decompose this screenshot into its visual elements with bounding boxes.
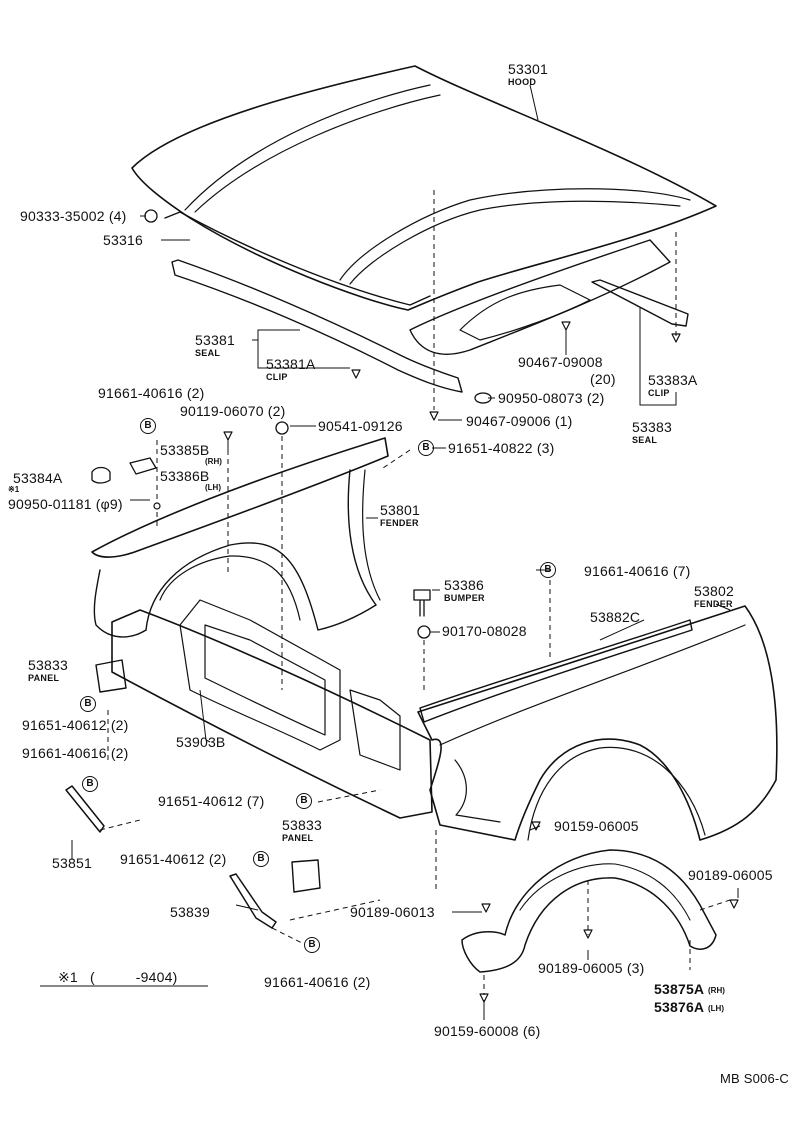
bracket-53839: [229, 873, 277, 929]
label-53384A: 53384A: [13, 470, 63, 486]
bolt-b-icon: B: [296, 793, 312, 809]
bracket-53385B: [129, 457, 157, 475]
label-91661-40616-c: 91661-40616 (2): [22, 745, 129, 761]
label-91651-40822: 91651-40822 (3): [448, 440, 555, 456]
bolt-b-icon: B: [82, 776, 98, 792]
label-53381: 53381: [195, 332, 235, 348]
label-90541-09126: 90541-09126: [318, 418, 403, 434]
label-fender-53802: FENDER: [694, 599, 733, 609]
bolt-b-icon: B: [418, 440, 434, 456]
label-seal-53381: SEAL: [195, 348, 221, 358]
bolt-b-icon: B: [140, 418, 156, 434]
seal-53381: [171, 259, 463, 393]
label-53875A: 53875A: [654, 981, 705, 997]
panel-53833-upper: [95, 659, 127, 693]
fender-53801-drawing: [91, 437, 389, 638]
bumper-53386: [413, 589, 431, 617]
bracket-53851: [65, 785, 105, 833]
strip-53882C: [419, 619, 693, 723]
label-53903B: 53903B: [176, 734, 226, 750]
panel-53833-lower: [291, 859, 321, 893]
label-bumper-53386: BUMPER: [444, 593, 485, 603]
label-53386B: 53386B: [160, 468, 210, 484]
label-53381A: 53381A: [266, 356, 316, 372]
label-53301: 53301: [508, 61, 548, 77]
label-panel-53833-b: PANEL: [282, 833, 314, 843]
label-53876A-lh: (LH): [708, 1004, 724, 1013]
label-90159-06005: 90159-06005: [554, 818, 639, 834]
label-53386B-lh: (LH): [205, 483, 221, 492]
label-53851: 53851: [52, 855, 92, 871]
seal-53383: [591, 279, 689, 327]
label-90950-08073: 90950-08073 (2): [498, 390, 605, 406]
label-53875A-rh: (RH): [708, 986, 725, 995]
hood-drawing: [131, 65, 717, 311]
label-90189-06005-b: 90189-06005 (3): [538, 960, 645, 976]
label-seal-53383: SEAL: [632, 435, 658, 445]
label-90467-09008: 90467-09008: [518, 354, 603, 370]
label-53383: 53383: [632, 419, 672, 435]
label-53383A: 53383A: [648, 372, 698, 388]
label-panel-53833-a: PANEL: [28, 673, 60, 683]
label-53833-b: 53833: [282, 817, 322, 833]
label-clip-53383A: CLIP: [648, 388, 670, 398]
label-91651-40612-a: 91651-40612 (2): [22, 717, 129, 733]
label-91661-40616-b: 91661-40616 (7): [584, 563, 691, 579]
label-clip-53381A: CLIP: [266, 372, 288, 382]
bolt-b-icon: B: [540, 562, 556, 578]
label-53316: 53316: [103, 232, 143, 248]
label-53385B-rh: (RH): [205, 457, 222, 466]
cushion-90333: [144, 209, 158, 223]
label-53839: 53839: [170, 904, 210, 920]
label-90119-06070: 90119-06070 (2): [180, 403, 286, 419]
radiator-support-drawing: [111, 599, 433, 819]
label-90189-06005-a: 90189-06005: [688, 867, 773, 883]
label-91651-40612-b: 91651-40612 (7): [158, 793, 265, 809]
bolt-b-icon: B: [304, 937, 320, 953]
label-90189-06013: 90189-06013: [350, 904, 435, 920]
pad-53384A: [91, 466, 111, 484]
fender-53802-drawing: [417, 605, 778, 841]
label-90159-60008: 90159-60008 (6): [434, 1023, 541, 1039]
label-90950-01181: 90950-01181 (φ9): [8, 496, 123, 512]
footnote-mark: ※1: [58, 969, 78, 985]
hood-inner-frame: [409, 239, 671, 355]
bolt-b-icon: B: [253, 851, 269, 867]
fender-liner-drawing: [461, 849, 717, 973]
bolt-b-icon: B: [80, 696, 96, 712]
label-90333-35002: 90333-35002 (4): [20, 208, 127, 224]
label-91661-40616-d: 91661-40616 (2): [264, 974, 371, 990]
label-91651-40612-c: 91651-40612 (2): [120, 851, 227, 867]
label-fender-53801: FENDER: [380, 518, 419, 528]
dashed-lines: [99, 190, 731, 995]
label-53385B: 53385B: [160, 442, 210, 458]
label-53882C: 53882C: [590, 609, 641, 625]
label-90467-09008-qty: (20): [590, 371, 616, 387]
footnote-range: ( -9404): [90, 969, 178, 985]
label-91661-40616-a: 91661-40616 (2): [98, 385, 205, 401]
label-90467-09006: 90467-09006 (1): [466, 413, 573, 429]
diagram-code: MB S006-C: [720, 1071, 789, 1086]
plug-90541: [275, 421, 289, 435]
fastener-marks: [153, 321, 739, 1003]
label-90170-08028: 90170-08028: [442, 623, 527, 639]
label-53802: 53802: [694, 583, 734, 599]
label-53386: 53386: [444, 577, 484, 593]
leader-lines: [40, 84, 739, 1020]
label-hood: HOOD: [508, 77, 537, 87]
label-mark-1: ※1: [8, 485, 20, 494]
label-53876A: 53876A: [654, 999, 705, 1015]
label-53801: 53801: [380, 502, 420, 518]
washer-90170: [417, 625, 431, 639]
label-53833-a: 53833: [28, 657, 68, 673]
